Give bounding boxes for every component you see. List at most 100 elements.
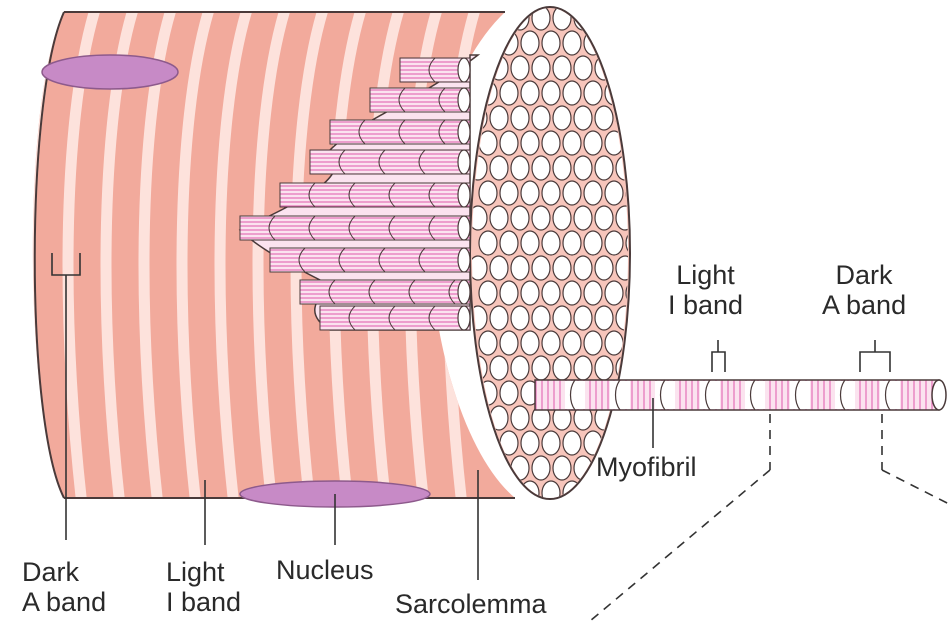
fibril-cross-section [479,431,497,455]
fibril-cross-section [542,281,560,305]
fibril-cross-section [626,481,644,505]
fibril-cross-section [490,306,508,330]
fibril-cross-section [542,231,560,255]
fibril-cross-section [626,31,644,55]
fibril-cross-section [532,206,550,230]
fibril-cross-section [595,356,613,380]
fibril-cross-section [511,356,529,380]
fibril-cross-section [532,356,550,380]
fibril-cross-section [490,256,508,280]
fibril-cross-section [500,331,518,355]
fibril-cross-section [595,206,613,230]
label-dark-a-band-right: Dark A band [822,260,906,320]
label-line: Light [668,260,743,290]
fibril-cross-section [584,281,602,305]
fibril-cross-section [595,256,613,280]
fibril-cross-section [490,56,508,80]
exposed-fibril [270,248,470,272]
fibril-cross-section [563,81,581,105]
fibril-cross-section [511,56,529,80]
fibril-cross-section [563,231,581,255]
nucleus-top [42,55,178,89]
fibril-cross-section [532,56,550,80]
fibril-cross-section [521,431,539,455]
fibril-cross-section [574,256,592,280]
i-band-segment [790,381,810,409]
fibril-cross-section [605,231,623,255]
fibril-cross-section [479,181,497,205]
label-line: A band [822,290,906,320]
fibril-cross-section [574,356,592,380]
label-dark-a-band-left: Dark A band [22,557,106,617]
fibril-cross-section [553,106,571,130]
exposed-fibril [240,216,470,240]
fibril-end [458,88,470,112]
fibril-end [458,306,470,330]
fibril-cross-section [626,331,644,355]
exposed-fibril [300,280,470,304]
fibril-cross-section [542,331,560,355]
fibril-cross-section [500,81,518,105]
fibril-end [458,58,470,82]
fibril-cross-section [584,231,602,255]
fibril-cross-section [595,156,613,180]
fibril-cross-section [469,156,487,180]
fibril-cross-section [500,381,518,405]
label-light-i-band-left: Light I band [166,557,241,617]
fibril-cross-section [521,181,539,205]
fibril-cross-section [616,56,634,80]
fibril-cross-section [542,31,560,55]
fibril-cross-section [521,231,539,255]
exposed-fibril [320,306,470,330]
i-band-segment [565,381,585,409]
zoom-lines [590,414,951,621]
fibril-cross-section [574,306,592,330]
fibril-cross-section [490,156,508,180]
fibril-cross-section [479,231,497,255]
fibril-cross-section [626,131,644,155]
fibril-cross-section [521,31,539,55]
label-myofibril: Myofibril [596,452,697,482]
fibril-cross-section [542,81,560,105]
fibril-end [458,280,470,304]
fibril-cross-section [511,456,529,480]
fibril-cross-section [542,481,560,505]
fibril-cross-section [584,331,602,355]
fibril-end [458,183,470,207]
fibril-cross-section [511,206,529,230]
fibril-cross-section [605,481,623,505]
label-sarcolemma: Sarcolemma [395,589,547,619]
fibril-cross-section [511,256,529,280]
i-band-segment [745,381,765,409]
i-band-segment [655,381,675,409]
exposed-fibril [310,150,470,174]
fibril-cross-section [521,281,539,305]
exposed-fibril [330,120,470,144]
fibril-cross-section [584,181,602,205]
fibril-cross-section [626,81,644,105]
fibril-end [458,120,470,144]
fibril-cross-section [595,6,613,30]
fibril-cross-section [542,431,560,455]
fibril-cross-section [542,181,560,205]
fibril-cross-section [595,306,613,330]
i-band-segment [610,381,630,409]
fibril-cross-section [490,206,508,230]
fibril-cross-section [521,81,539,105]
fiber-cross-section [469,6,644,505]
fibril-cross-section [521,331,539,355]
label-line: I band [166,587,241,617]
fibril-cross-section [595,56,613,80]
fibril-cross-section [532,456,550,480]
fibril-cross-section [500,231,518,255]
fibril-cross-section [553,156,571,180]
fibril-cross-section [532,256,550,280]
label-nucleus: Nucleus [276,555,374,585]
fibril-cross-section [605,181,623,205]
i-band-segment [700,381,720,409]
fibril-cross-section [584,81,602,105]
fibril-cross-section [616,256,634,280]
fibril-cross-section [553,256,571,280]
fibril-cross-section [553,356,571,380]
